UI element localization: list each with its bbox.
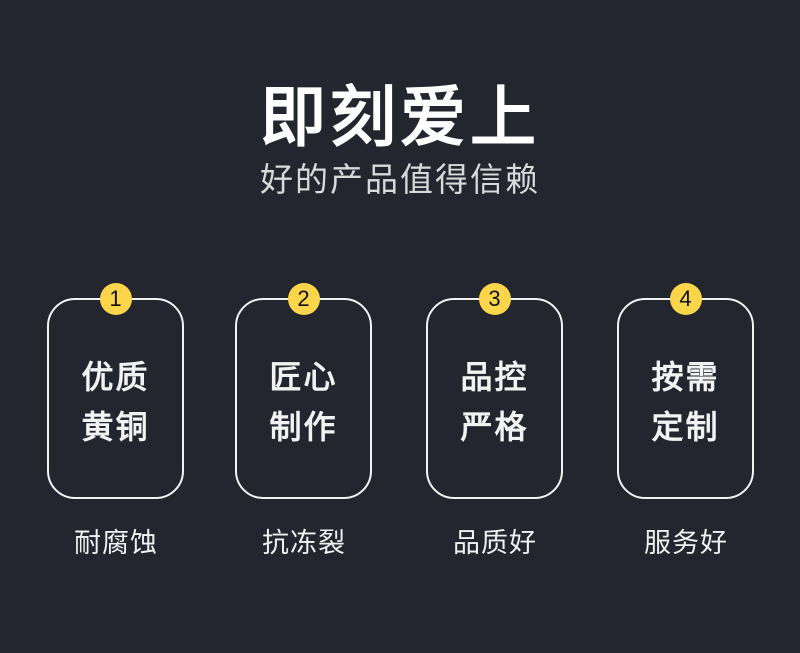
- feature-title-line1: 品控: [460, 358, 529, 396]
- feature-title: 匠心 制作: [237, 352, 370, 452]
- feature-caption-4: 服务好: [644, 528, 728, 559]
- feature-caption-2: 抗冻裂: [262, 528, 346, 559]
- feature-title-line2: 定制: [651, 408, 720, 446]
- feature-title-line1: 匠心: [269, 358, 338, 396]
- feature-card-1: 1 优质 黄铜: [47, 283, 184, 499]
- feature-title-line1: 优质: [81, 358, 150, 396]
- number-badge: 3: [478, 283, 511, 315]
- feature-title: 品控 严格: [428, 352, 561, 452]
- number-badge: 1: [99, 283, 132, 315]
- feature-caption-3: 品质好: [453, 528, 537, 559]
- page-title: 即刻爱上: [260, 79, 540, 156]
- feature-title: 优质 黄铜: [49, 352, 182, 452]
- feature-card-3: 3 品控 严格: [426, 283, 563, 499]
- feature-title-line2: 严格: [460, 408, 529, 446]
- number-badge: 4: [669, 283, 702, 315]
- feature-title-line2: 制作: [269, 408, 338, 446]
- page-subtitle: 好的产品值得信赖: [260, 160, 540, 199]
- feature-card-2: 2 匠心 制作: [235, 283, 372, 499]
- number-badge: 2: [287, 283, 320, 315]
- feature-title-line2: 黄铜: [81, 408, 150, 446]
- feature-caption-1: 耐腐蚀: [74, 528, 158, 559]
- feature-card-4: 4 按需 定制: [617, 283, 754, 499]
- feature-title-line1: 按需: [651, 358, 720, 396]
- feature-title: 按需 定制: [619, 352, 752, 452]
